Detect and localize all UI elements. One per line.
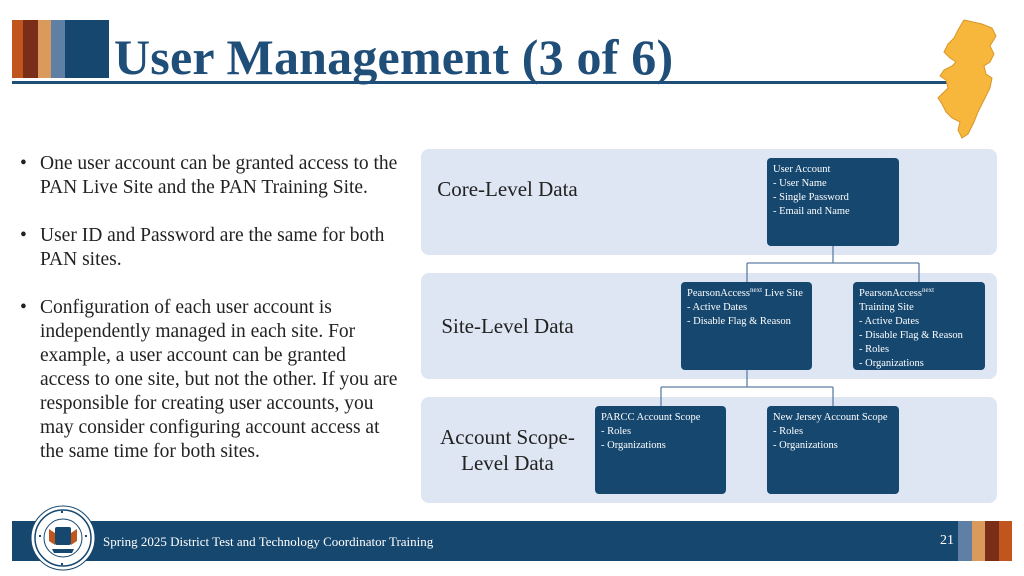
page-number: 21: [940, 533, 954, 548]
account-scope-level-label: Account Scope-Level Data: [440, 425, 575, 475]
bullet-item: Configuration of each user account is in…: [20, 296, 400, 464]
bullet-item: One user account can be granted access t…: [20, 152, 400, 200]
box-item: - Organizations: [601, 440, 666, 451]
slide-title: User Management (3 of 6): [114, 29, 674, 85]
box-item: - User Name: [773, 178, 827, 189]
core-level-label: Core-Level Data: [437, 177, 578, 201]
box-item: - Active Dates: [859, 316, 920, 327]
brand-superscript: next: [921, 286, 935, 294]
box-title: New Jersey Account Scope: [773, 412, 888, 423]
header-accent-bar: [23, 20, 38, 78]
box-title: PearsonAccessnext Live Site: [687, 287, 807, 301]
department-of-education-seal-icon: [30, 505, 96, 571]
header-accent-bar: [51, 20, 65, 78]
header-accent-bar: [38, 20, 51, 78]
box-item: - Organizations: [859, 358, 924, 369]
box-item: - Email and Name: [773, 206, 850, 217]
footer-accent-bar: [985, 521, 999, 561]
brand-name: PearsonAccess: [859, 288, 922, 299]
box-title: PARCC Account Scope: [601, 412, 701, 423]
footer-accent-bar: [958, 521, 972, 561]
box-item: - Active Dates: [687, 302, 748, 313]
live-site-box: PearsonAccessnext Live Site - Active Dat…: [681, 282, 812, 370]
box-item: - Organizations: [773, 440, 838, 451]
footer-bar: [12, 521, 958, 561]
site-level-label: Site-Level Data: [441, 314, 574, 338]
box-item: - Roles: [773, 426, 804, 437]
box-title: User Account: [773, 164, 831, 175]
footer-accent-bar: [972, 521, 985, 561]
bullet-list: One user account can be granted access t…: [20, 152, 400, 488]
header-accent-bar: [65, 20, 109, 78]
box-item: - Single Password: [773, 192, 849, 203]
box-title-suffix: Live Site: [762, 288, 803, 299]
parcc-account-scope-box: PARCC Account Scope - Roles - Organizati…: [595, 406, 726, 494]
brand-superscript: next: [749, 286, 763, 294]
new-jersey-account-scope-box: New Jersey Account Scope - Roles - Organ…: [767, 406, 899, 494]
header-accent-bar: [12, 20, 23, 78]
training-site-box: PearsonAccessnext Training Site - Active…: [853, 282, 985, 370]
brand-name: PearsonAccess: [687, 288, 750, 299]
box-item: - Roles: [601, 426, 632, 437]
box-title: PearsonAccessnext: [859, 287, 980, 301]
title-underline: [12, 81, 974, 84]
box-item: - Roles: [859, 344, 890, 355]
user-account-box: User Account - User Name - Single Passwo…: [767, 158, 899, 246]
box-item: - Disable Flag & Reason: [859, 330, 963, 341]
core-level-panel: [421, 149, 997, 255]
footer-text: Spring 2025 District Test and Technology…: [103, 534, 434, 549]
box-title-suffix: Training Site: [859, 302, 914, 313]
new-jersey-map-icon: [937, 19, 997, 139]
bullet-item: User ID and Password are the same for bo…: [20, 224, 400, 272]
footer-accent-bar: [999, 521, 1012, 561]
box-item: - Disable Flag & Reason: [687, 316, 791, 327]
